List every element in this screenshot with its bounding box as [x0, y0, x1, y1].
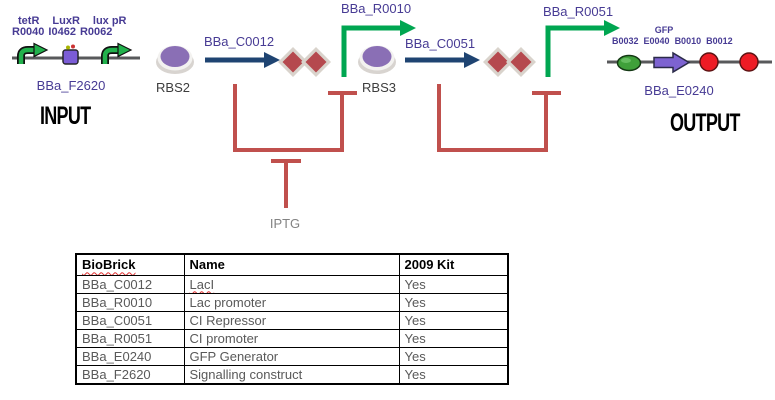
table-row: BBa_E0240 GFP Generator Yes — [75, 346, 509, 366]
table-row: BBa_C0051 CI Repressor Yes — [75, 310, 509, 330]
cell-biobrick: BBa_R0051 — [75, 328, 185, 348]
column-header-biobrick: BioBrick — [82, 257, 136, 273]
repression-bracket-cI — [437, 84, 561, 152]
part-label-r0062: R0062 — [79, 26, 113, 38]
repression-bracket-lacI — [233, 84, 357, 152]
cell-name: Signalling construct — [183, 364, 400, 384]
table-header-row: BioBrick Name 2009 Kit — [75, 253, 509, 276]
cell-kit: Yes — [398, 274, 509, 294]
cell-biobrick: BBa_C0051 — [75, 310, 185, 330]
column-header-kit: 2009 Kit — [398, 253, 509, 276]
iptg-label: IPTG — [269, 216, 301, 231]
cell-biobrick: BBa_F2620 — [75, 364, 185, 384]
cell-kit: Yes — [398, 346, 509, 366]
output-construct-label: BBa_E0240 — [644, 83, 714, 98]
cell-name: CI promoter — [183, 328, 400, 348]
promoter-icon-r0040 — [17, 42, 49, 64]
part-label-tetr: tetR — [18, 15, 40, 27]
part-label-b0012: B0012 — [706, 36, 733, 46]
rbs-icon-b0032 — [616, 54, 642, 72]
biobrick-table: BioBrick Name 2009 Kit BBa_C0012 LacI Ye… — [75, 253, 509, 385]
cell-biobrick: BBa_R0010 — [75, 292, 185, 312]
promoter-icon-r0062 — [101, 42, 133, 64]
repressor-diamonds-cI — [483, 47, 536, 77]
rbs2-icon — [156, 45, 194, 74]
cell-biobrick: BBa_C0012 — [75, 274, 185, 294]
input-construct-label: BBa_F2620 — [36, 78, 106, 93]
cell-name: LacI — [189, 276, 215, 292]
part-label-e0040: E0040 — [643, 36, 670, 46]
part-label-b0010: B0010 — [674, 36, 702, 46]
coding-square-icon-i0462 — [62, 44, 79, 65]
promoter1-label: BBa_R0010 — [340, 1, 412, 16]
input-title: INPUT — [40, 102, 91, 130]
gfp-coding-arrow-e0040 — [653, 51, 691, 74]
gene1-label: BBa_C0012 — [203, 34, 275, 49]
output-title: OUTPUT — [670, 109, 740, 137]
part-label-luxpr: lux pR — [92, 15, 127, 27]
cell-kit: Yes — [398, 310, 509, 330]
terminator-icon-b0012 — [739, 52, 759, 72]
part-label-i0462: I0462 — [48, 26, 76, 38]
table-row: BBa_F2620 Signalling construct Yes — [75, 364, 509, 384]
output-construct — [607, 51, 772, 74]
output-part-labels: B0032 E0040 B0010 B0012 — [612, 36, 733, 46]
cell-kit: Yes — [398, 292, 509, 312]
rbs3-icon — [358, 45, 396, 74]
terminator-icon-b0010 — [699, 52, 719, 72]
gene2-label: BBa_C0051 — [404, 36, 476, 51]
part-label-r0040: R0040 — [12, 26, 45, 38]
input-part-top-labels: tetR LuxR lux pR — [18, 15, 127, 27]
repressor-diamonds-lacI — [278, 47, 331, 77]
rbs2-label: RBS2 — [156, 80, 190, 95]
gfp-label: GFP — [654, 25, 674, 35]
table-row: BBa_C0012 LacI Yes — [75, 274, 509, 294]
gene-arrow-c0012 — [205, 52, 280, 68]
input-part-bottom-labels: R0040 I0462 R0062 — [12, 26, 112, 38]
cell-name: Lac promoter — [183, 292, 400, 312]
part-label-luxr: LuxR — [52, 15, 80, 27]
iptg-inhibition-bar — [271, 159, 301, 208]
rbs3-label: RBS3 — [362, 80, 396, 95]
column-header-name: Name — [183, 253, 400, 276]
input-construct — [12, 42, 140, 65]
promoter-arrow-r0051 — [545, 20, 620, 77]
cell-kit: Yes — [398, 364, 509, 384]
cell-name: CI Repressor — [183, 310, 400, 330]
table-row: BBa_R0051 CI promoter Yes — [75, 328, 509, 348]
cell-name: GFP Generator — [183, 346, 400, 366]
gene-arrow-c0051 — [405, 52, 480, 68]
promoter-arrow-r0010 — [341, 20, 416, 77]
cell-kit: Yes — [398, 328, 509, 348]
promoter2-label: BBa_R0051 — [542, 4, 614, 19]
table-row: BBa_R0010 Lac promoter Yes — [75, 292, 509, 312]
part-label-b0032: B0032 — [612, 36, 639, 46]
cell-biobrick: BBa_E0240 — [75, 346, 185, 366]
circuit-diagram — [12, 20, 772, 208]
